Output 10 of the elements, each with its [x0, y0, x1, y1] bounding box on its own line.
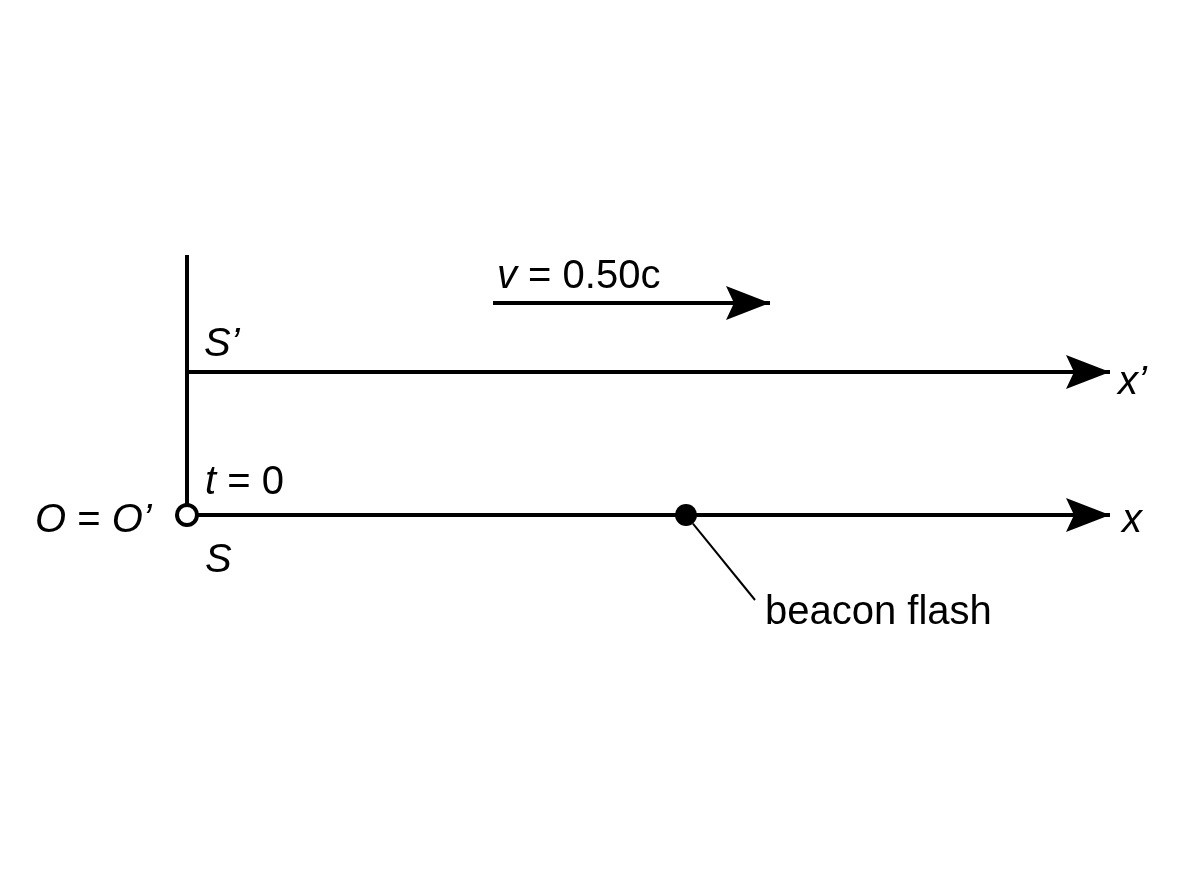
origin-label: O = O’: [35, 496, 152, 540]
event-dot: [675, 504, 697, 526]
axis-label: x’: [1118, 358, 1147, 402]
axis-label: x: [1122, 496, 1142, 540]
callout-label: beacon flash: [765, 588, 992, 632]
velocity-label: v = 0.50c: [497, 252, 661, 296]
time-label: t = 0: [205, 458, 284, 502]
frame-label: S’: [204, 320, 240, 364]
leader-line: [691, 522, 756, 601]
frame-label: S: [205, 536, 232, 580]
